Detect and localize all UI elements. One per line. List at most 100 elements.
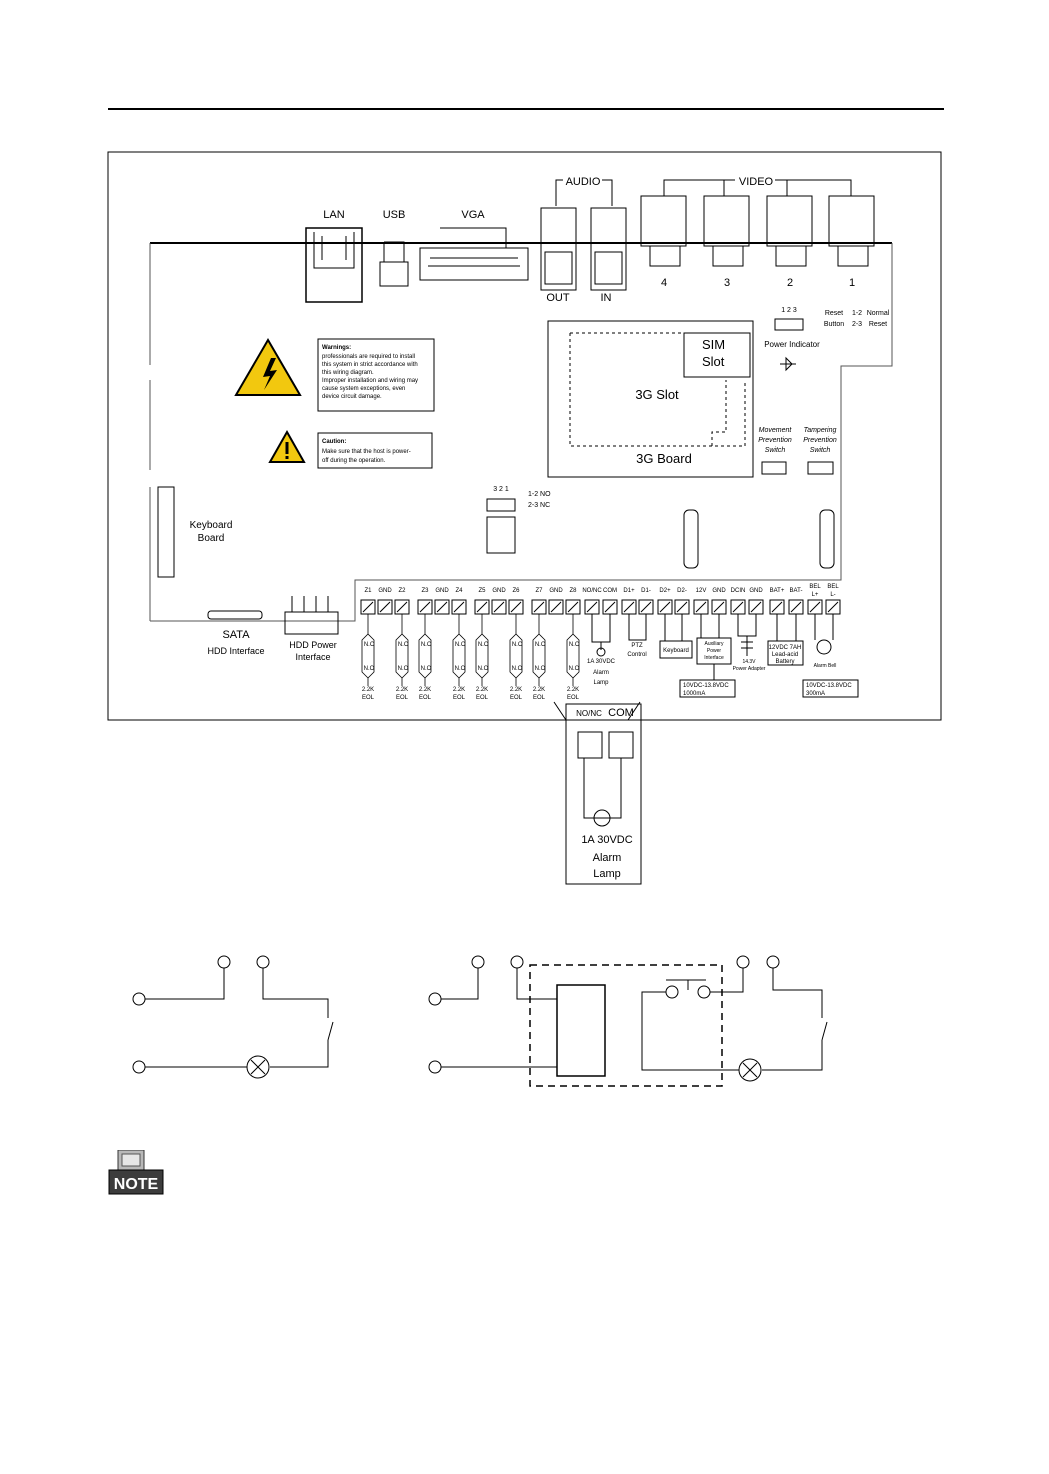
terminal-screw-slot xyxy=(493,601,505,613)
audio-out-label: OUT xyxy=(546,292,570,304)
reset-opt2-desc: Reset xyxy=(869,321,887,328)
eol-label: EOL xyxy=(533,695,546,701)
zoom-nonc-label: NO/NC xyxy=(576,709,602,718)
reset-jumper xyxy=(774,318,804,331)
relay-jumper xyxy=(486,498,516,512)
terminal-screw-slot xyxy=(750,601,762,613)
audio-out-jack xyxy=(540,207,577,291)
terminal-screw xyxy=(491,599,507,615)
terminal-screw-slot xyxy=(476,601,488,613)
video-connectors xyxy=(640,195,875,267)
alarm-bell-icon xyxy=(816,639,832,655)
keyboard-label: Keyboard xyxy=(663,648,689,654)
eol-value: 2.2K xyxy=(419,687,431,693)
sim-slot-label-1: SIM xyxy=(702,337,725,352)
ptz-leads xyxy=(628,614,647,641)
zone-no-label: N.O xyxy=(512,666,523,672)
power-indicator-label: Power Indicator xyxy=(764,340,820,349)
hdd-power-label-2: Interface xyxy=(295,652,330,662)
warnings-line-5: cause system exceptions, even xyxy=(322,386,405,392)
terminal-screw-slot xyxy=(510,601,522,613)
audio-label: AUDIO xyxy=(566,176,601,188)
terminal-label: NO/NC xyxy=(582,588,602,594)
warnings-line-1: professionals are required to install xyxy=(322,354,415,360)
relay-pins-label: 3 2 1 xyxy=(493,486,509,493)
zone-wire xyxy=(509,614,523,686)
terminal-screw-slot xyxy=(809,601,821,613)
zoom-alarm-label: Alarm xyxy=(593,852,622,864)
alarm-lamp-zoom-box xyxy=(565,703,642,885)
terminal-screw-slot xyxy=(567,601,579,613)
usb-port xyxy=(379,261,409,287)
caution-box xyxy=(317,432,433,469)
lan-port xyxy=(305,227,363,303)
relay-no-label: 1-2 NO xyxy=(528,491,551,498)
terminal-screw-slot xyxy=(586,601,598,613)
caution-line-1: Make sure that the host is power- xyxy=(322,449,411,455)
note-icon: NOTE xyxy=(108,1149,164,1196)
terminal-label: BEL xyxy=(809,584,821,590)
keyboard-board-connector xyxy=(157,486,175,578)
terminal-label: BEL xyxy=(827,584,839,590)
battery-leads xyxy=(776,614,797,641)
board-outline xyxy=(149,243,893,622)
diagram-frame xyxy=(107,151,942,721)
terminal-screw-slot xyxy=(640,601,652,613)
eol-value: 2.2K xyxy=(567,687,579,693)
terminal-screw-slot xyxy=(379,601,391,613)
terminal-screw-slot xyxy=(623,601,635,613)
terminal-screw xyxy=(434,599,450,615)
audio-in-label: IN xyxy=(601,292,612,304)
zone-nc-label: N.C xyxy=(569,642,580,648)
zone-no-label: N.O xyxy=(569,666,580,672)
terminal-screw-slot xyxy=(790,601,802,613)
battery-label-1: 12VDC 7AH xyxy=(769,645,802,651)
terminal-screw-slot xyxy=(659,601,671,613)
sata-label: SATA xyxy=(222,629,250,641)
movement-label-1: Movement xyxy=(759,427,793,434)
terminal-label: D1+ xyxy=(623,588,635,594)
aux-power-label-3: Interface xyxy=(704,655,724,661)
zone-nc-label: N.C xyxy=(421,642,432,648)
terminal-screw-slot xyxy=(713,601,725,613)
video-ch-2: 2 xyxy=(787,277,793,289)
relay-coil xyxy=(556,984,606,1077)
eol-label: EOL xyxy=(396,695,409,701)
warnings-box xyxy=(317,338,435,412)
sim-slot xyxy=(683,332,751,378)
zoom-com-label: COM xyxy=(608,707,634,719)
warnings-line-3: this wiring diagram. xyxy=(322,370,374,376)
circuit-right xyxy=(428,955,828,1087)
aux-leads xyxy=(700,614,720,680)
terminal-screw xyxy=(548,599,564,615)
hdd-power-label-1: HDD Power xyxy=(289,640,337,650)
movement-label-2: Prevention xyxy=(758,437,792,444)
zone-wire xyxy=(566,614,580,686)
zone-no-label: N.O xyxy=(364,666,375,672)
terminal-screw-slot xyxy=(695,601,707,613)
tampering-label-3: Switch xyxy=(810,447,831,454)
terminal-label: GND xyxy=(492,588,506,594)
battery-label-3: Battery xyxy=(775,659,794,665)
zone-no-label: N.O xyxy=(535,666,546,672)
warning-icon xyxy=(234,338,302,396)
terminal-label: GND xyxy=(549,588,563,594)
terminal-screw-slot xyxy=(550,601,562,613)
ptz-label-1: PTZ xyxy=(631,643,643,649)
relay-dashed-box xyxy=(529,964,723,1087)
terminal-screw-slot xyxy=(396,601,408,613)
bell-spec-2: 300mA xyxy=(806,691,825,697)
3g-board-label: 3G Board xyxy=(636,451,692,466)
relay-nc-label: 2-3 NC xyxy=(528,502,550,509)
zoom-lamp-label: Lamp xyxy=(593,868,621,880)
caution-line-2: off during the operation. xyxy=(322,458,386,464)
movement-label-3: Switch xyxy=(765,447,786,454)
reset-opt2-pins: 2-3 xyxy=(852,321,862,328)
sata-port xyxy=(207,610,263,620)
terminal-label: Z2 xyxy=(398,588,406,594)
terminal-label: Z4 xyxy=(455,588,463,594)
tampering-label-1: Tampering xyxy=(804,427,837,434)
warnings-line-4: Improper installation and wiring may xyxy=(322,378,418,384)
warnings-line-2: this system in strict accordance with xyxy=(322,362,418,368)
